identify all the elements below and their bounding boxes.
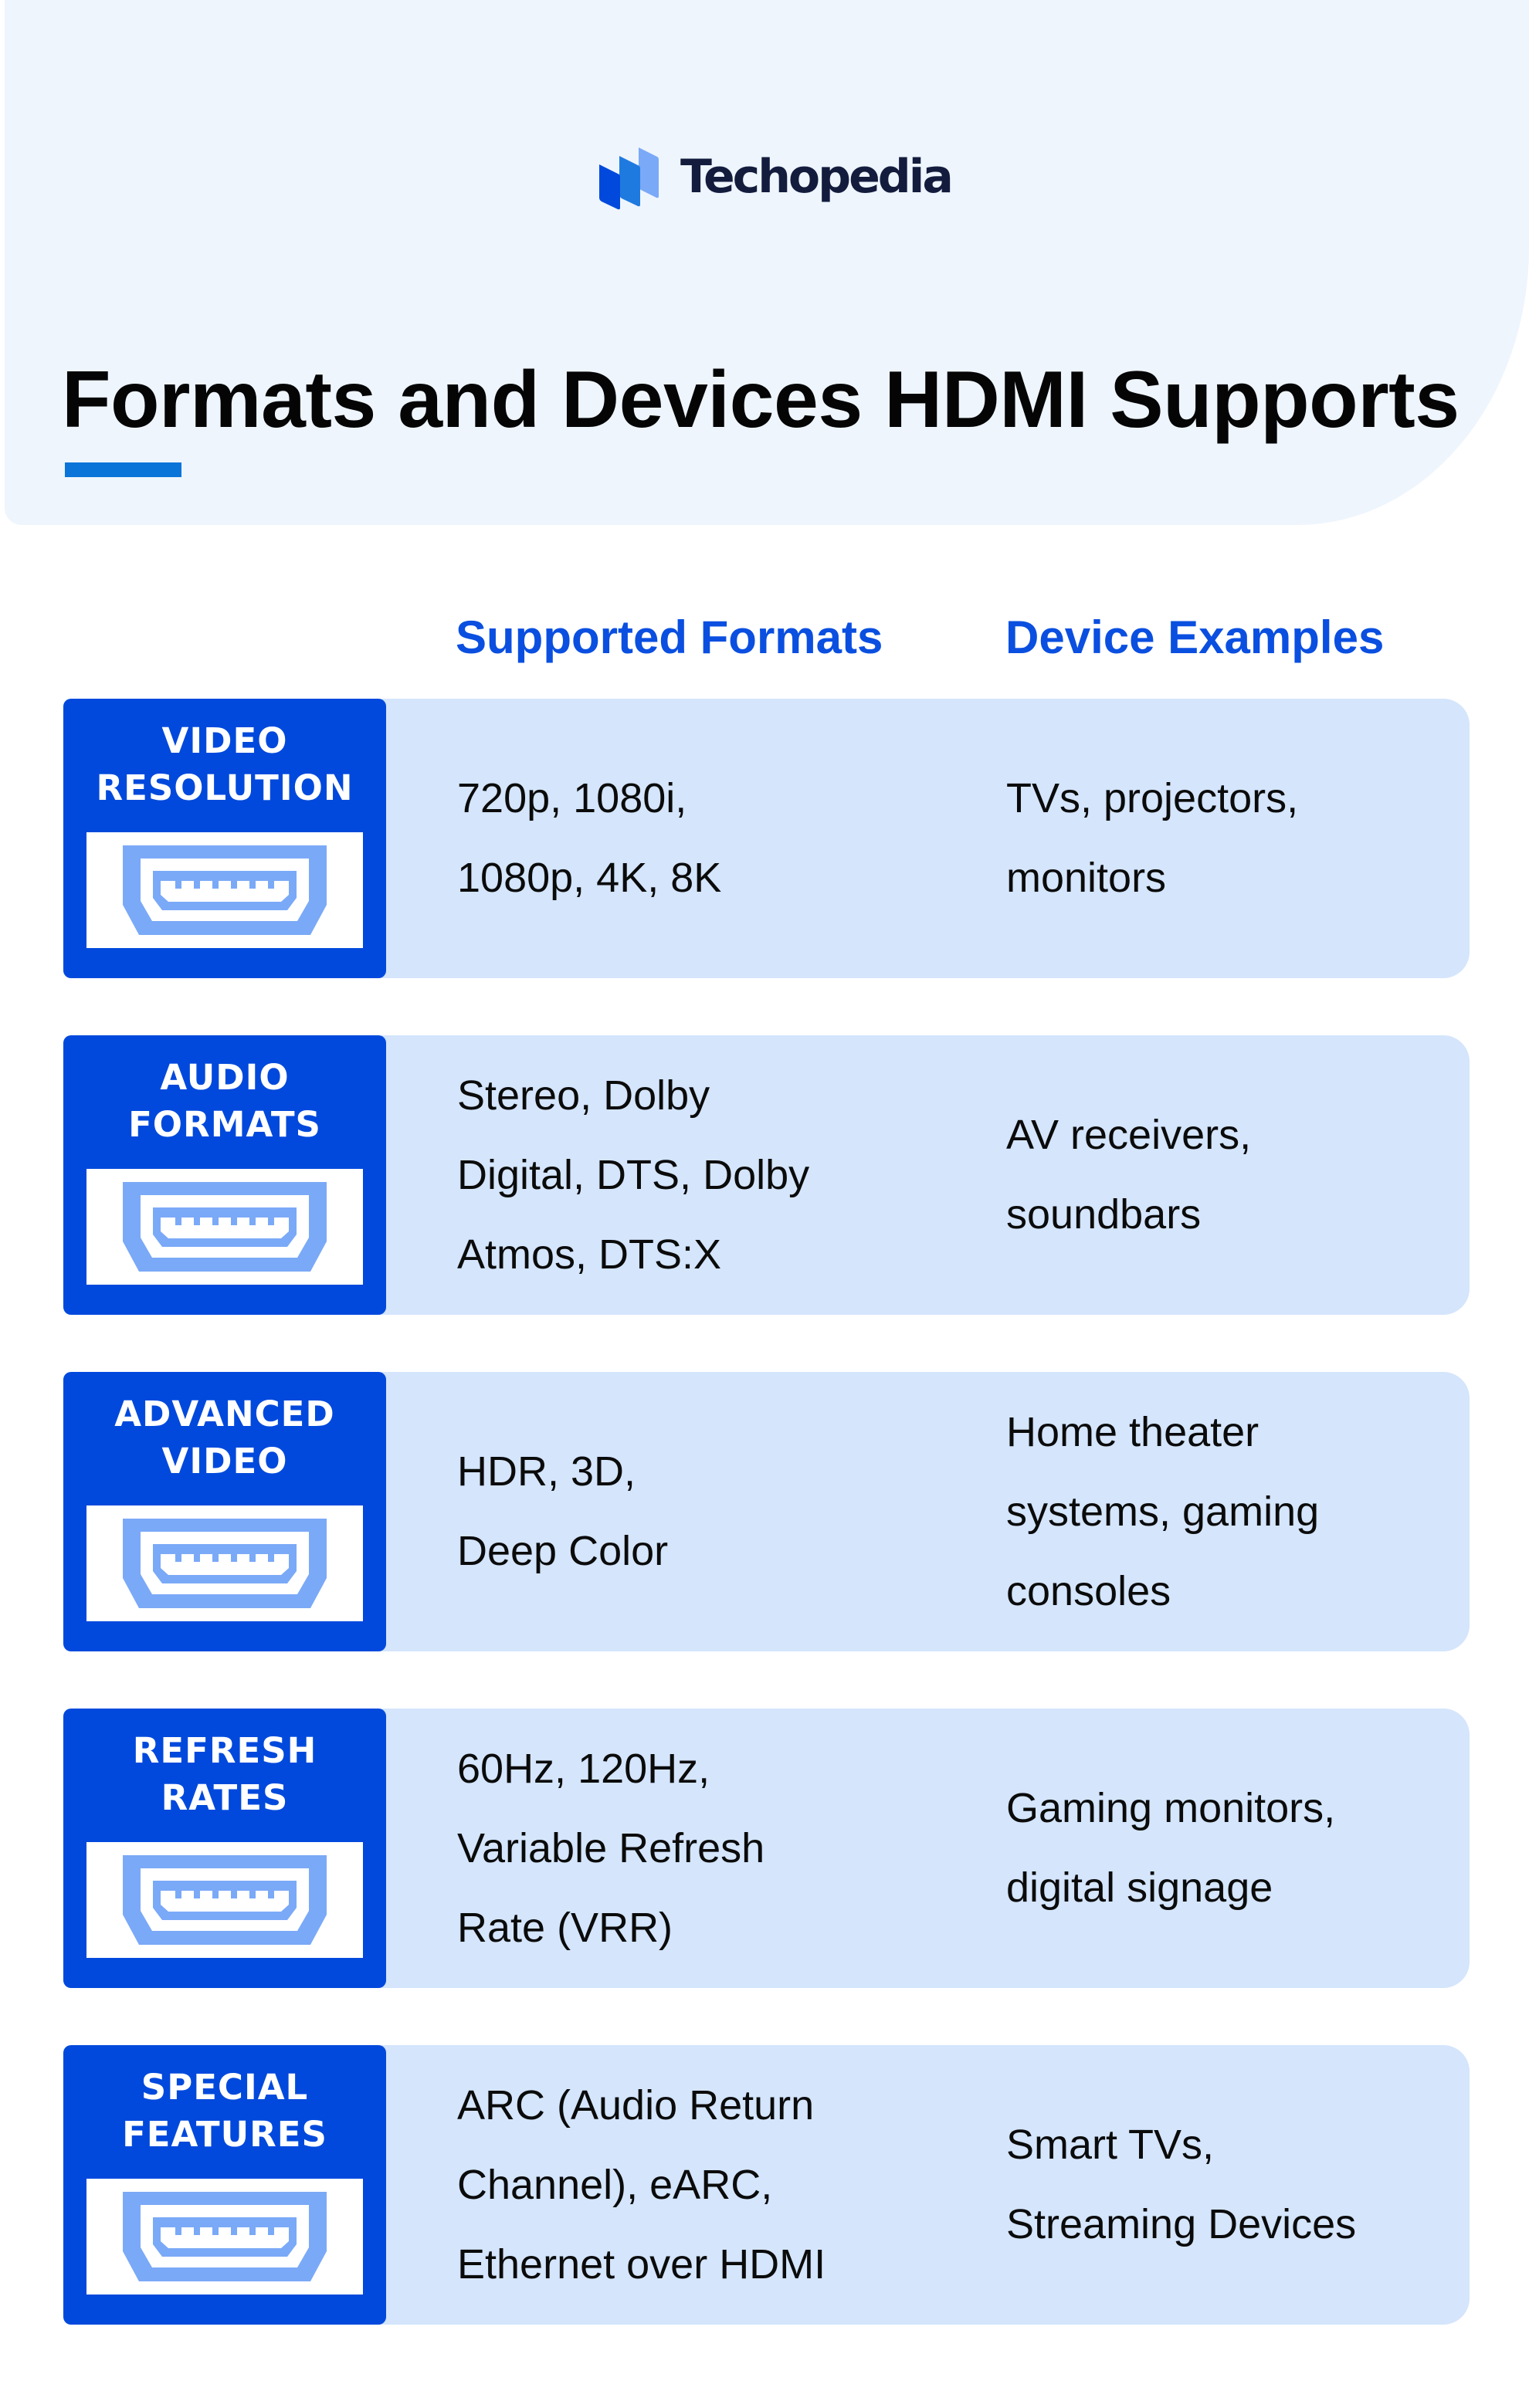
format-line: 1080p, 4K, 8K bbox=[457, 855, 722, 901]
hdmi-port-icon bbox=[123, 1855, 327, 1945]
icon-box bbox=[86, 1169, 363, 1285]
format-line: Channel), eARC, bbox=[457, 2161, 773, 2208]
category-name: ADVANCED VIDEO bbox=[114, 1394, 335, 1482]
row-category-label: ADVANCED VIDEO bbox=[63, 1372, 386, 1651]
format-line: 720p, 1080i, bbox=[457, 775, 687, 821]
format-line: Atmos, DTS:X bbox=[457, 1231, 722, 1278]
device-line: systems, gaming bbox=[1006, 1488, 1320, 1535]
format-line: 60Hz, 120Hz, bbox=[457, 1745, 710, 1792]
format-line: Variable Refresh bbox=[457, 1824, 765, 1871]
device-line: Smart TVs, bbox=[1006, 2122, 1215, 2168]
device-examples-cell: Gaming monitors, digital signage bbox=[1006, 1709, 1335, 1988]
hdmi-port-icon bbox=[123, 1519, 327, 1608]
icon-box bbox=[86, 2179, 363, 2295]
device-examples-cell: AV receivers, soundbars bbox=[1006, 1035, 1251, 1315]
device-line: digital signage bbox=[1006, 1864, 1273, 1911]
row-category-label: VIDEO RESOLUTION bbox=[63, 699, 386, 978]
device-line: AV receivers, bbox=[1006, 1112, 1252, 1158]
supported-formats-cell: 720p, 1080i, 1080p, 4K, 8K bbox=[457, 699, 721, 978]
row-category-label: SPECIAL FEATURES bbox=[63, 2045, 386, 2325]
format-line: Ethernet over HDMI bbox=[457, 2240, 826, 2288]
device-examples-cell: Home theater systems, gaming consoles bbox=[1006, 1372, 1319, 1651]
hdmi-port-icon bbox=[123, 1182, 327, 1272]
hdmi-port-icon bbox=[123, 2192, 327, 2281]
page-title: Formats and Devices HDMI Supports bbox=[62, 355, 1460, 445]
device-line: consoles bbox=[1006, 1567, 1171, 1614]
device-examples-cell: Smart TVs, Streaming Devices bbox=[1006, 2045, 1356, 2325]
category-name: VIDEO RESOLUTION bbox=[96, 720, 354, 808]
table-row-5: SPECIAL FEATURES bbox=[63, 2045, 1470, 2325]
table-row-2: AUDIO FORMATS S bbox=[63, 1035, 1470, 1315]
device-line: TVs, projectors, bbox=[1006, 775, 1299, 821]
category-name: SPECIAL FEATURES bbox=[122, 2067, 327, 2155]
format-line: HDR, 3D, bbox=[457, 1448, 636, 1495]
row-category-label: REFRESH RATES bbox=[63, 1709, 386, 1988]
table-row-1: VIDEO RESOLUTION bbox=[63, 699, 1470, 978]
icon-box bbox=[86, 1842, 363, 1958]
row-category-label: AUDIO FORMATS bbox=[63, 1035, 386, 1315]
brand-name: Techopedia bbox=[680, 150, 954, 204]
device-line: Gaming monitors, bbox=[1006, 1785, 1336, 1831]
format-line: ARC (Audio Return bbox=[457, 2081, 815, 2129]
brand-logo: Techopedia bbox=[597, 144, 954, 213]
icon-box bbox=[86, 832, 363, 948]
supported-formats-cell: HDR, 3D, Deep Color bbox=[457, 1372, 668, 1651]
device-line: Streaming Devices bbox=[1006, 2201, 1357, 2247]
format-line: Digital, DTS, Dolby bbox=[457, 1151, 810, 1198]
format-line: Rate (VRR) bbox=[457, 1904, 673, 1951]
title-underline bbox=[65, 462, 181, 477]
device-examples-cell: TVs, projectors, monitors bbox=[1006, 699, 1298, 978]
table-row-4: REFRESH RATES 6 bbox=[63, 1709, 1470, 1988]
category-name: REFRESH RATES bbox=[132, 1730, 317, 1818]
column-header-supported-formats: Supported Formats bbox=[456, 611, 883, 663]
format-line: Deep Color bbox=[457, 1528, 669, 1574]
category-name: AUDIO FORMATS bbox=[128, 1057, 321, 1145]
format-line: Stereo, Dolby bbox=[457, 1072, 710, 1119]
icon-box bbox=[86, 1505, 363, 1621]
device-line: monitors bbox=[1006, 855, 1167, 901]
stacked-panels-logo-icon bbox=[599, 147, 659, 210]
device-line: soundbars bbox=[1006, 1191, 1202, 1238]
hdmi-port-icon bbox=[123, 845, 327, 935]
column-header-device-examples: Device Examples bbox=[1005, 611, 1385, 663]
device-line: Home theater bbox=[1006, 1408, 1259, 1455]
table-row-3: ADVANCED VIDEO bbox=[63, 1372, 1470, 1651]
header-panel bbox=[5, 0, 1529, 525]
